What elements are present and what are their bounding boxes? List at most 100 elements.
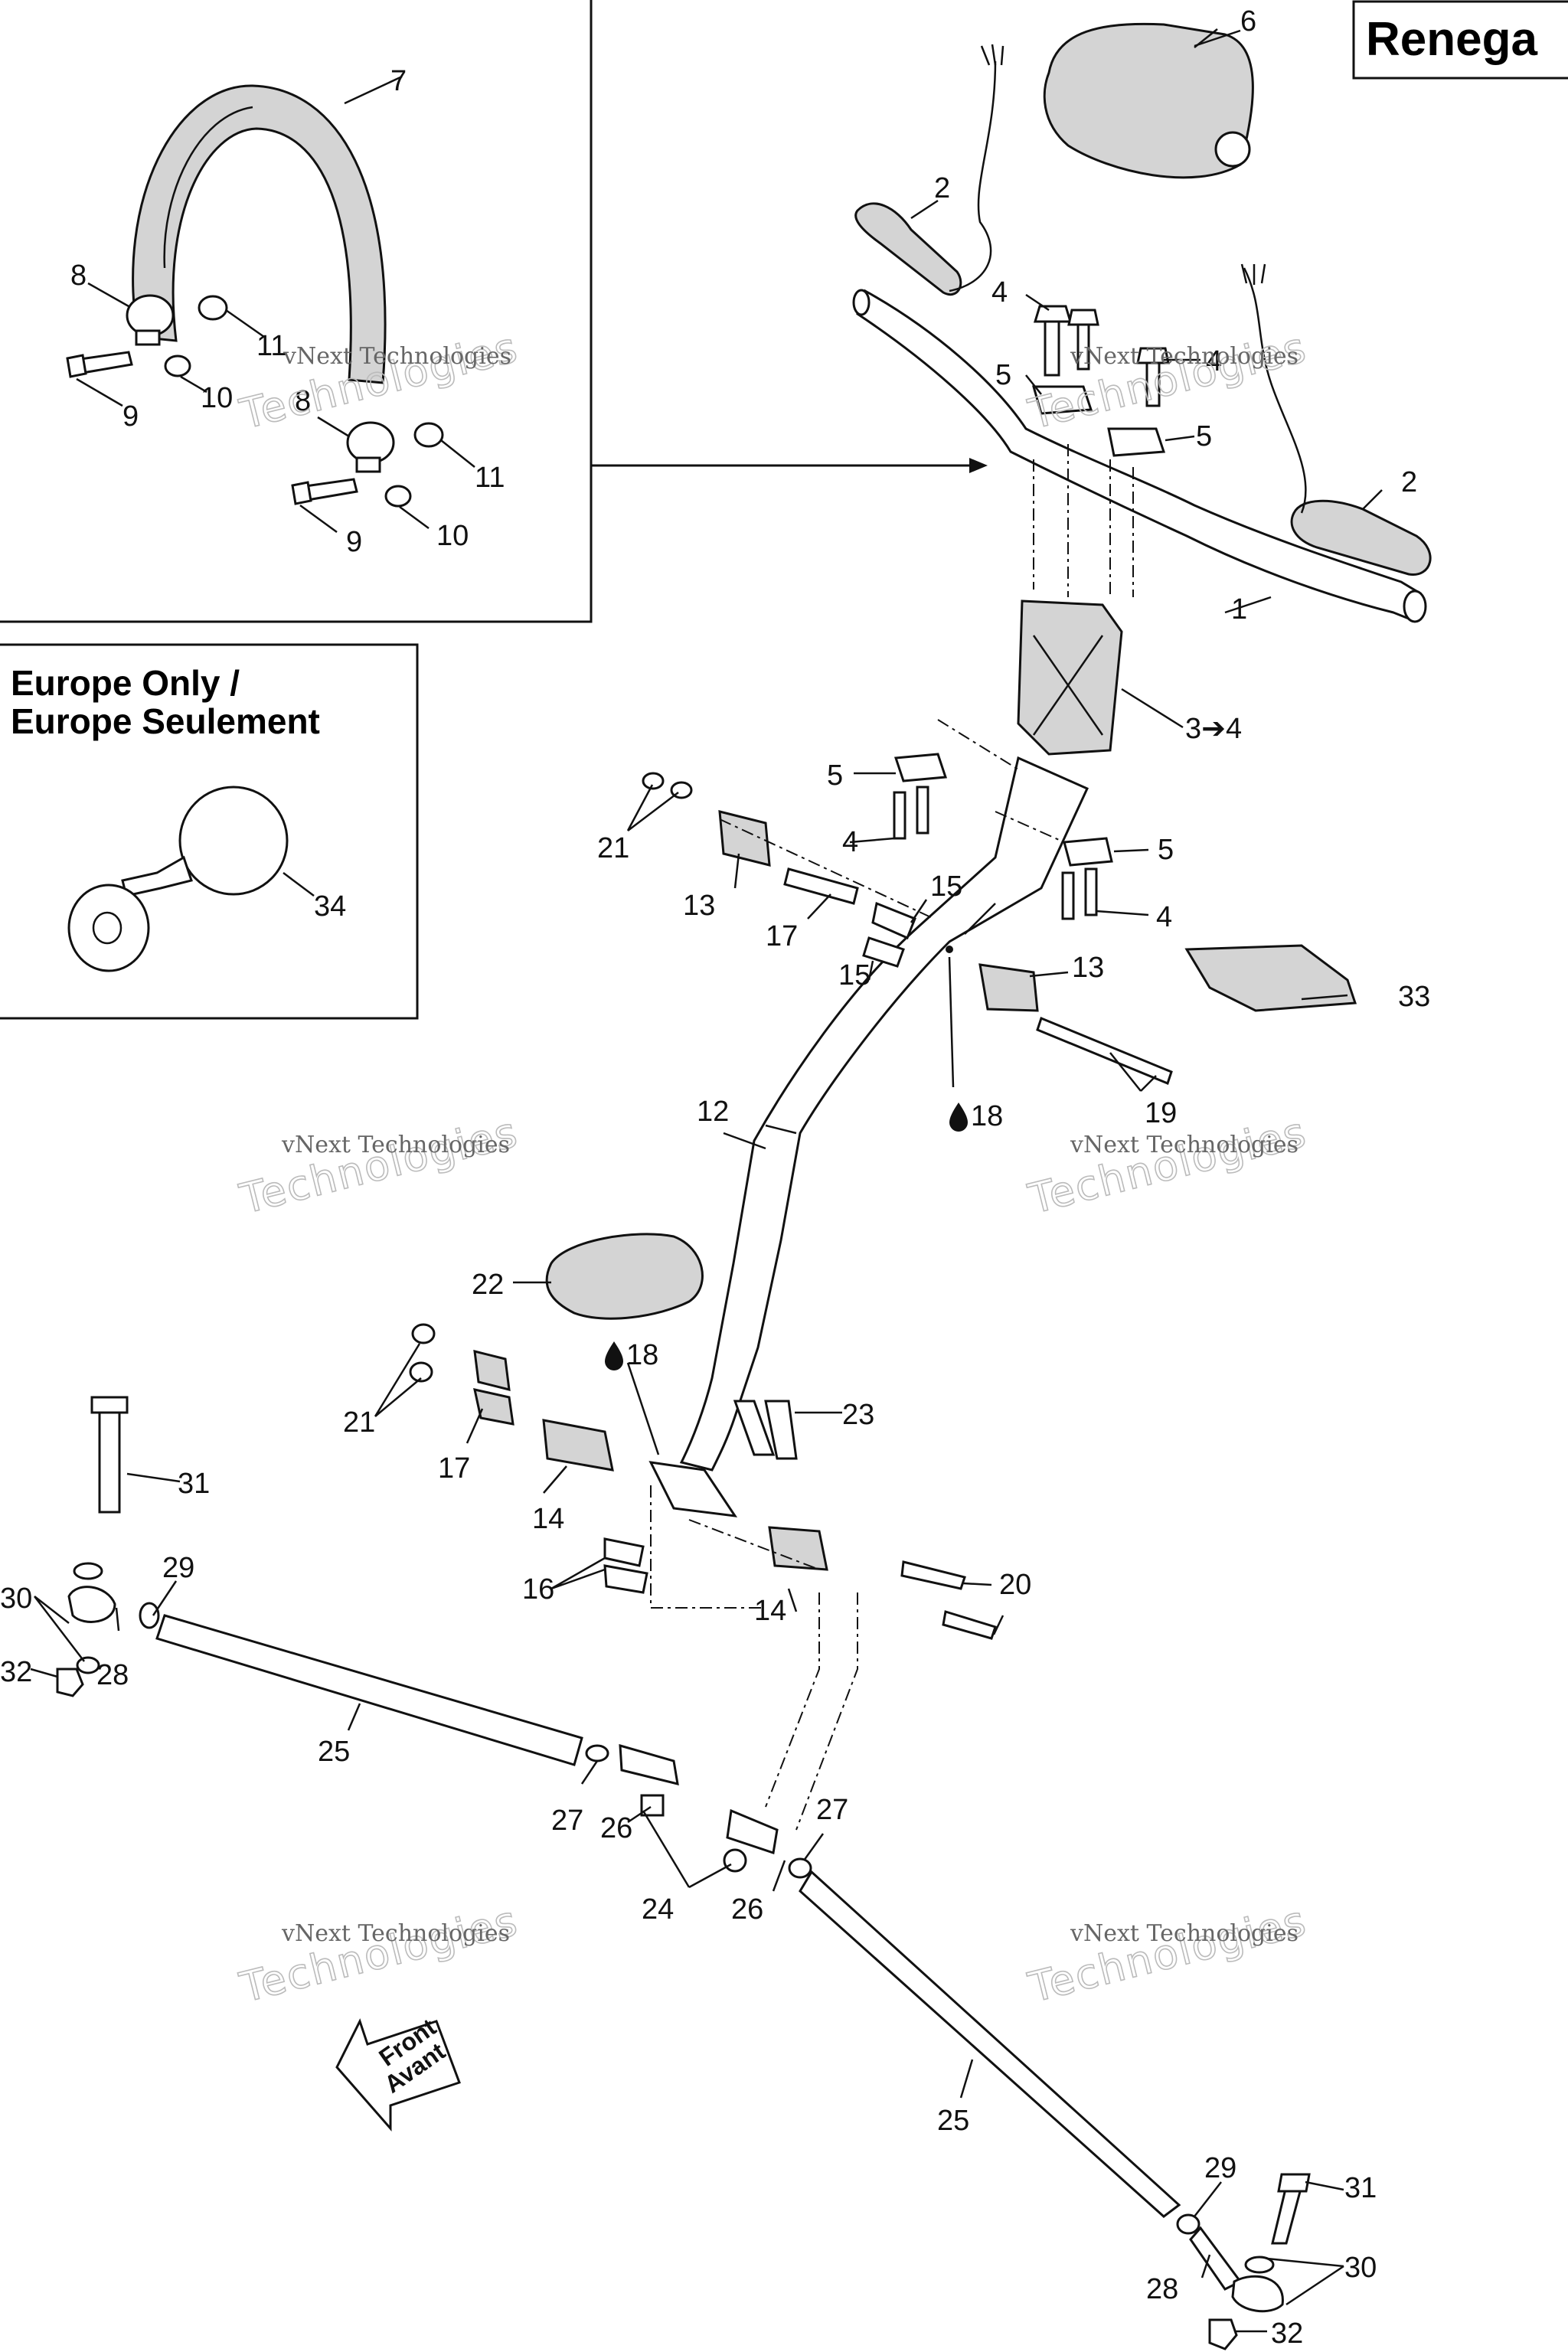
part-2-left-grip bbox=[854, 44, 1004, 296]
model-title-box: Renega bbox=[1352, 0, 1568, 80]
part-2-right-grip bbox=[1240, 263, 1432, 576]
callout-13-a: 13 bbox=[683, 890, 715, 922]
watermark-text: vNext Technologies bbox=[1070, 1132, 1298, 1158]
watermark-outline: Technologies bbox=[1024, 323, 1312, 439]
callout-4-b: 4 bbox=[1206, 345, 1222, 377]
callout-5-a: 5 bbox=[995, 359, 1011, 391]
callout-18-b: 18 bbox=[626, 1339, 658, 1371]
callout-2-left: 2 bbox=[934, 172, 950, 204]
callout-12: 12 bbox=[697, 1096, 729, 1128]
part-1-handlebar bbox=[852, 289, 1427, 623]
callout-32-b: 32 bbox=[1271, 2318, 1303, 2350]
callout-24: 24 bbox=[642, 1893, 674, 1926]
watermark-text: vNext Technologies bbox=[1070, 343, 1298, 370]
callout-8-b: 8 bbox=[295, 385, 311, 417]
handlebar-clamps-top bbox=[1032, 305, 1170, 457]
callout-30-a: 30 bbox=[0, 1583, 32, 1615]
callout-15-b: 15 bbox=[838, 959, 871, 991]
callout-4-c: 4 bbox=[842, 826, 858, 858]
callout-10-a: 10 bbox=[201, 382, 233, 414]
callout-27-b: 27 bbox=[816, 1794, 848, 1826]
callout-29-b: 29 bbox=[1204, 2152, 1236, 2184]
callout-31-b: 31 bbox=[1344, 2172, 1377, 2204]
callout-18-a-group: 18 bbox=[949, 1100, 1003, 1132]
callout-17-b: 17 bbox=[438, 1452, 470, 1485]
callout-leaders bbox=[30, 28, 1383, 2333]
callout-15-a: 15 bbox=[930, 871, 962, 903]
column-clamps bbox=[893, 719, 1113, 920]
callout-25-b: 25 bbox=[937, 2105, 969, 2137]
callout-28-a: 28 bbox=[96, 1659, 129, 1691]
callout-21-b: 21 bbox=[343, 1406, 375, 1439]
watermark-5: Technologies vNext Technologies bbox=[234, 1896, 524, 2013]
callout-26-a: 26 bbox=[600, 1812, 632, 1844]
callout-18-a: 18 bbox=[971, 1100, 1003, 1132]
inset-detail-box bbox=[0, 0, 988, 623]
inset-clamp-left bbox=[66, 294, 228, 378]
callout-5-b: 5 bbox=[1196, 420, 1212, 452]
watermark-text: vNext Technologies bbox=[283, 343, 511, 370]
part-34-horn bbox=[67, 786, 315, 972]
part-22-column-cover bbox=[545, 1233, 704, 1320]
watermark-outline: Technologies bbox=[235, 1108, 523, 1223]
callout-9-b: 9 bbox=[346, 526, 362, 558]
lower-bearing-group bbox=[409, 1323, 997, 1640]
callout-13-b: 13 bbox=[1072, 952, 1104, 984]
callout-22: 22 bbox=[472, 1269, 504, 1301]
callout-31-a: 31 bbox=[178, 1468, 210, 1500]
callout-28-b: 28 bbox=[1146, 2273, 1178, 2305]
watermark-6: Technologies vNext Technologies bbox=[1023, 1896, 1312, 2013]
europe-line2: Europe Seulement bbox=[11, 701, 320, 741]
callout-26-b: 26 bbox=[731, 1893, 763, 1926]
callout-1: 1 bbox=[1231, 593, 1247, 626]
watermark-3: Technologies vNext Technologies bbox=[234, 1107, 524, 1224]
part-6-gauge-cover bbox=[1043, 22, 1254, 179]
watermark-text: vNext Technologies bbox=[281, 1920, 510, 1947]
callout-11-a: 11 bbox=[256, 330, 286, 362]
watermark-outline: Technologies bbox=[235, 1896, 523, 2012]
part-33-plate bbox=[1184, 944, 1357, 1012]
callout-25-a: 25 bbox=[318, 1736, 350, 1768]
callout-4-d: 4 bbox=[1156, 901, 1172, 933]
upper-bearing-group bbox=[642, 772, 1173, 1085]
part-3-riser-block bbox=[1017, 444, 1134, 756]
callout-6: 6 bbox=[1240, 5, 1256, 38]
callout-19: 19 bbox=[1145, 1097, 1177, 1129]
left-tie-rod bbox=[56, 1396, 747, 1873]
callout-14-a: 14 bbox=[532, 1503, 564, 1535]
callout-9-a: 9 bbox=[122, 400, 139, 433]
callout-16: 16 bbox=[522, 1573, 554, 1606]
callout-5-c: 5 bbox=[827, 760, 843, 792]
callout-29-a: 29 bbox=[162, 1552, 194, 1584]
callout-4-a: 4 bbox=[991, 276, 1008, 309]
callout-34: 34 bbox=[314, 890, 346, 923]
right-tie-rod bbox=[726, 1592, 1311, 2350]
callout-17-a: 17 bbox=[766, 920, 798, 952]
callout-30-b: 30 bbox=[1344, 2252, 1377, 2284]
callout-27-a: 27 bbox=[551, 1805, 583, 1837]
watermark-text: vNext Technologies bbox=[281, 1132, 510, 1158]
callout-3: 3➔4 bbox=[1185, 713, 1242, 745]
part-7-handlebar-pad bbox=[132, 84, 387, 384]
callout-18-b-group: 18 bbox=[605, 1339, 658, 1371]
callout-7: 7 bbox=[390, 65, 407, 97]
europe-only-box: Europe Only / Europe Seulement bbox=[0, 643, 419, 1020]
callout-32-a: 32 bbox=[0, 1656, 32, 1688]
callout-21-a: 21 bbox=[597, 832, 629, 864]
inset-clamp-right bbox=[291, 421, 444, 508]
callout-10-b: 10 bbox=[436, 520, 469, 552]
europe-line1: Europe Only / bbox=[11, 663, 240, 703]
callout-labels: 6 2 2 4 4 5 5 1 3➔4 5 4 5 4 21 13 17 15 … bbox=[0, 5, 1430, 2350]
callout-2-right: 2 bbox=[1401, 466, 1417, 498]
callout-5-d: 5 bbox=[1158, 834, 1174, 866]
watermark-outline: Technologies bbox=[1024, 1896, 1312, 2012]
callout-8-a: 8 bbox=[70, 260, 87, 292]
callout-14-b: 14 bbox=[754, 1595, 786, 1627]
watermark-text: vNext Technologies bbox=[1070, 1920, 1298, 1947]
callout-11-b: 11 bbox=[475, 462, 505, 494]
model-title: Renega bbox=[1366, 13, 1537, 66]
main-assembly: Front Avant bbox=[56, 22, 1432, 2350]
front-direction-arrow: Front Avant bbox=[335, 2013, 461, 2132]
callout-33: 33 bbox=[1398, 981, 1430, 1013]
